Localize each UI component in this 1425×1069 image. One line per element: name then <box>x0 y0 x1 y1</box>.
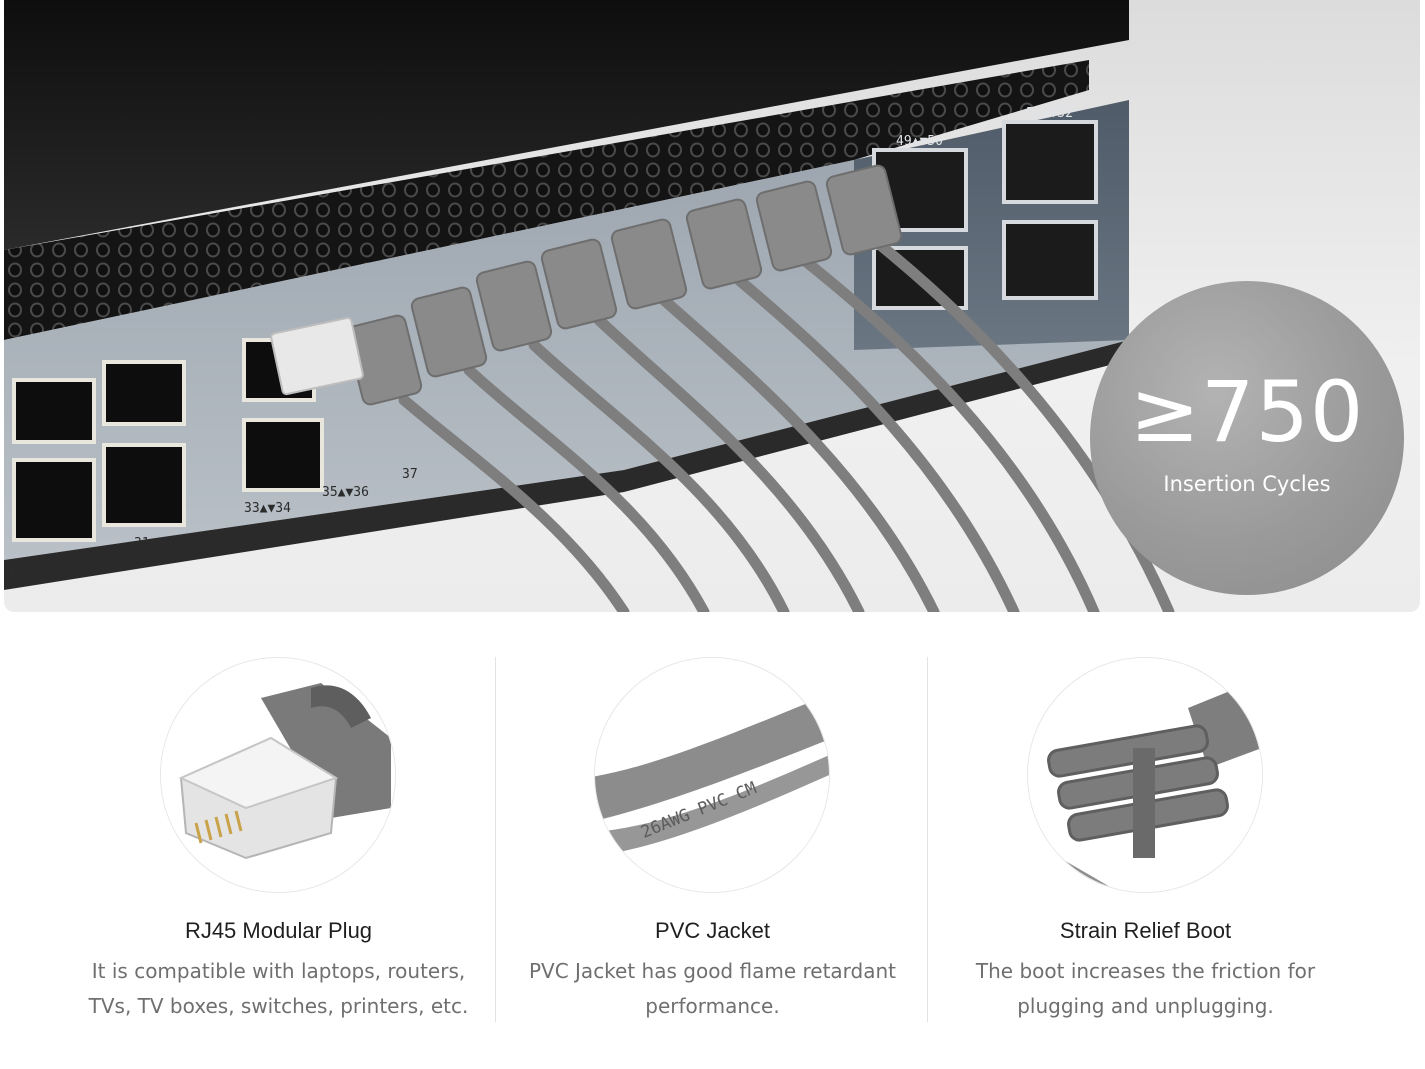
column-divider <box>495 657 496 1022</box>
port-label: 35▲▼36 <box>322 485 369 500</box>
feature-title: PVC Jacket <box>655 918 770 943</box>
feature-strain-relief-boot: Strain Relief Boot The boot increases th… <box>929 657 1362 1057</box>
port-label: 31▲▼32 <box>134 536 181 551</box>
feature-rj45-plug: RJ45 Modular Plug It is compatible with … <box>62 657 495 1057</box>
badge-label: Insertion Cycles <box>1163 472 1331 496</box>
feature-list: RJ45 Modular Plug It is compatible with … <box>0 657 1425 1057</box>
port-label: 49▲▼50 <box>896 134 943 149</box>
feature-description: It is compatible with laptops, routers, … <box>88 959 469 1018</box>
port-label: 33▲▼34 <box>244 501 291 516</box>
rj45-plug-image <box>160 657 396 893</box>
hero-product-image: ▼28 29▲▼30 31▲▼32 33▲▼34 35▲▼36 37 49▲▼5… <box>4 0 1420 612</box>
feature-title: RJ45 Modular Plug <box>184 918 373 943</box>
feature-pvc-jacket: 26AWG PVC CM PVC Jacket PVC Jacket has g… <box>496 657 929 1057</box>
feature-title: Strain Relief Boot <box>1059 918 1232 943</box>
network-switch-illustration: ▼28 29▲▼30 31▲▼32 33▲▼34 35▲▼36 37 49▲▼5… <box>4 0 1175 612</box>
port-label: 29▲▼30 <box>56 552 103 567</box>
feature-description: PVC Jacket has good flame retardant perf… <box>528 959 897 1018</box>
port-label: 37 <box>402 467 418 482</box>
feature-description: The boot increases the friction for plug… <box>975 959 1316 1018</box>
pvc-jacket-image: 26AWG PVC CM <box>594 657 830 893</box>
port-label: 51▲▼52 <box>1026 106 1073 121</box>
port-label: ▼28 <box>8 564 31 579</box>
strain-relief-boot-image <box>1027 657 1263 893</box>
badge-value: ≥750 <box>1129 363 1365 461</box>
column-divider <box>927 657 928 1022</box>
insertion-cycles-badge: ≥750 Insertion Cycles <box>1090 281 1404 595</box>
